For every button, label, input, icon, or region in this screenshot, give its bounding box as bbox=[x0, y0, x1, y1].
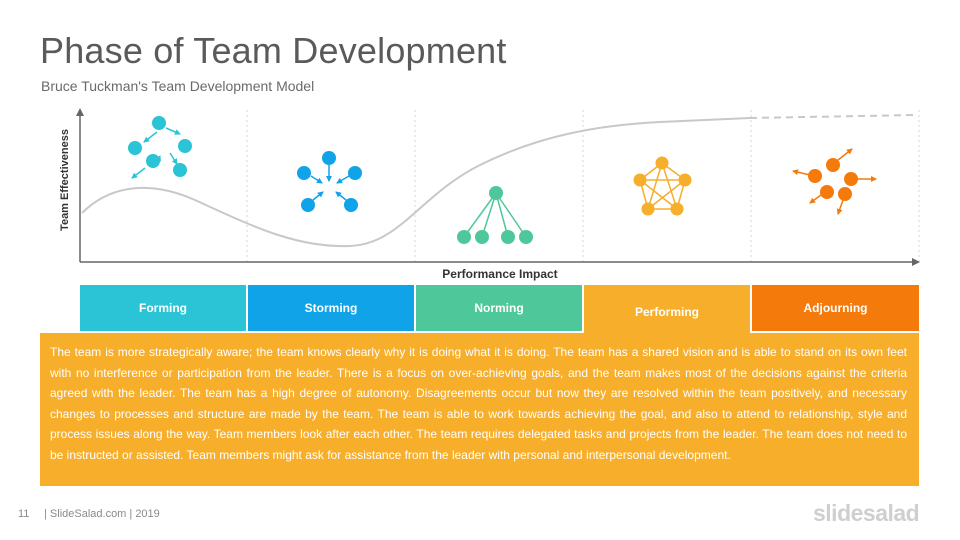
page-number: 11 bbox=[18, 508, 30, 520]
adjourning-network-icon bbox=[792, 148, 877, 215]
footer-text: | SlideSalad.com | 2019 bbox=[44, 508, 160, 520]
performing-network-icon bbox=[633, 156, 692, 216]
stage-description: The team is more strategically aware; th… bbox=[40, 333, 919, 486]
slide-title: Phase of Team Development bbox=[40, 30, 507, 71]
stage-performing[interactable]: Performing bbox=[584, 285, 750, 335]
forming-network-icon bbox=[128, 116, 192, 179]
stage-forming[interactable]: Forming bbox=[80, 285, 246, 331]
stage-adjourning[interactable]: Adjourning bbox=[752, 285, 919, 331]
effectiveness-curve bbox=[81, 117, 751, 248]
norming-network-icon bbox=[457, 186, 533, 244]
storming-network-icon bbox=[297, 151, 362, 212]
effectiveness-curve-projection bbox=[749, 114, 916, 119]
slide-subtitle: Bruce Tuckman's Team Development Model bbox=[41, 78, 315, 94]
brand-logo: slidesalad bbox=[813, 500, 920, 526]
stage-bar: Forming Storming Norming Performing Adjo… bbox=[80, 285, 919, 335]
y-axis-label: Team Effectiveness bbox=[59, 129, 71, 231]
stage-dividers bbox=[246, 110, 920, 262]
stage-norming[interactable]: Norming bbox=[416, 285, 582, 331]
x-axis-label: Performance Impact bbox=[442, 267, 557, 281]
stage-storming[interactable]: Storming bbox=[248, 285, 414, 331]
